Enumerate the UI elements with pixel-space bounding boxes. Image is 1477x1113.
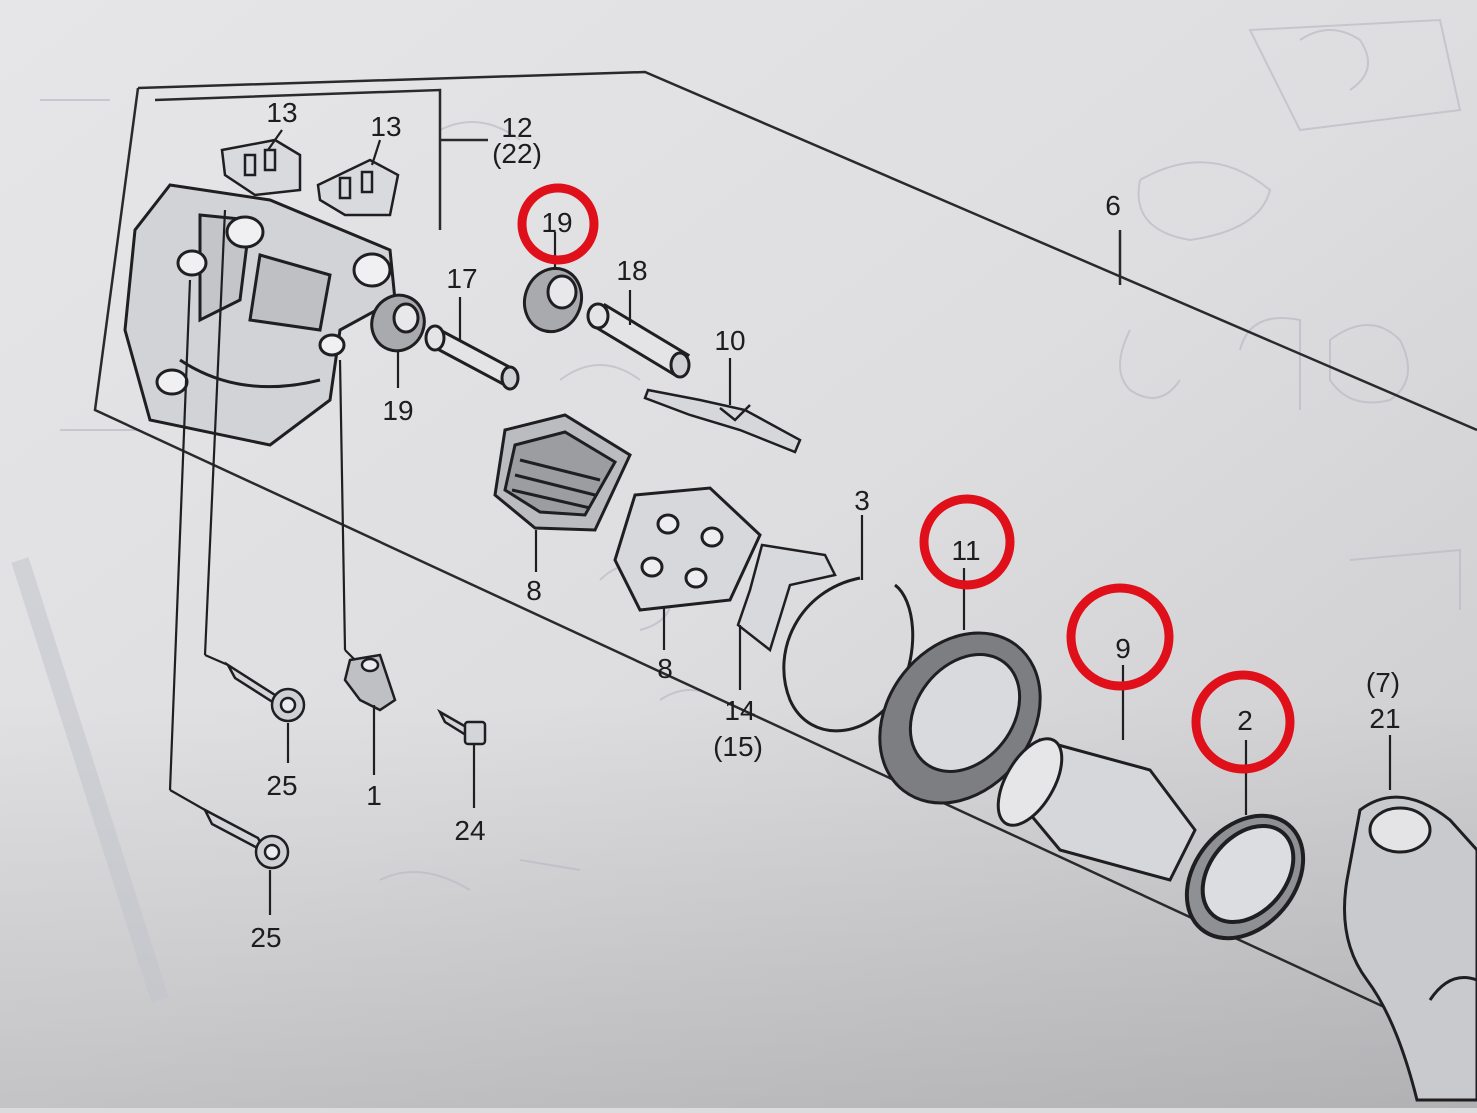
label-15: (15): [713, 731, 763, 762]
label-24: 24: [454, 815, 485, 846]
label-14: 14: [724, 695, 755, 726]
label-7: (7): [1366, 667, 1400, 698]
label-11: 11: [951, 535, 980, 566]
label-8-a: 8: [526, 575, 542, 606]
label-18: 18: [616, 255, 647, 286]
label-13-right: 13: [370, 111, 401, 142]
label-10: 10: [714, 325, 745, 356]
label-19-top: 19: [541, 207, 572, 238]
label-22: (22): [492, 138, 542, 169]
label-13-left: 13: [266, 97, 297, 128]
label-6: 6: [1105, 190, 1121, 221]
label-21: 21: [1369, 703, 1400, 734]
label-3: 3: [854, 485, 870, 516]
label-25-upper: 25: [266, 770, 297, 801]
label-19-mid: 19: [382, 395, 413, 426]
label-17: 17: [446, 263, 477, 294]
label-9: 9: [1115, 633, 1131, 664]
label-25-lower: 25: [250, 922, 281, 953]
label-1: 1: [366, 780, 382, 811]
label-8-b: 8: [657, 653, 673, 684]
label-2: 2: [1237, 705, 1253, 736]
